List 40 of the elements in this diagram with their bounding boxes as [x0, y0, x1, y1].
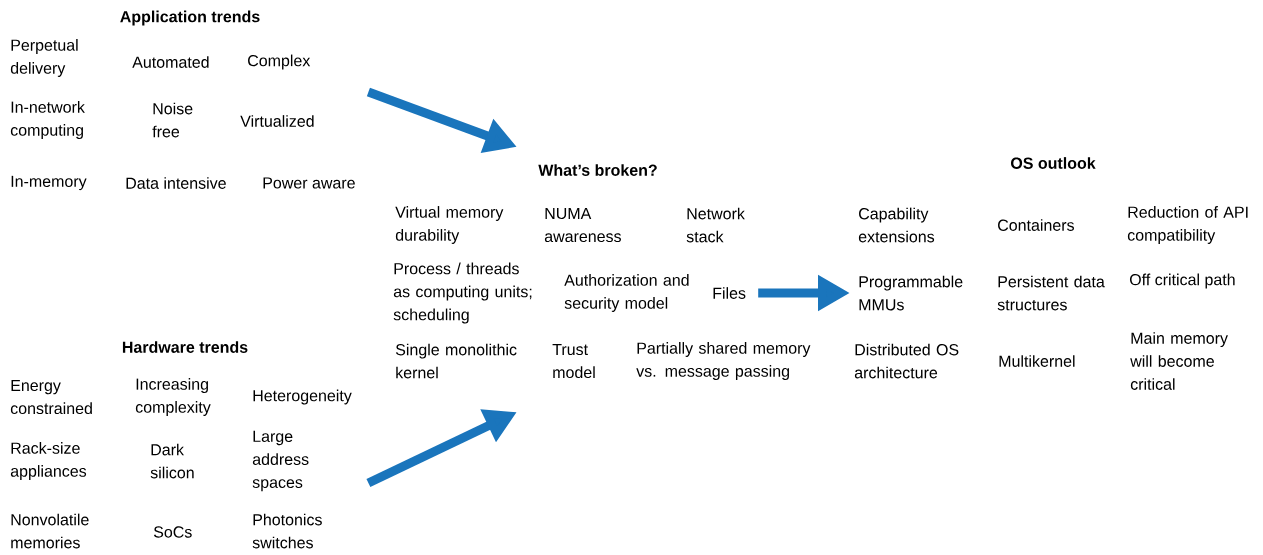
- item-label: Trust model: [552, 343, 595, 379]
- item-label: Process / threads as computing units; scheduling: [393, 262, 532, 324]
- item-label: Reduction of API compatibility: [1127, 206, 1248, 244]
- item-label: Photonics switches: [252, 513, 322, 549]
- item-label: SoCs: [153, 526, 192, 538]
- item-label: Perpetual delivery: [10, 39, 78, 77]
- item-label: Off critical path: [1129, 273, 1235, 289]
- item-label: Files: [713, 287, 746, 299]
- item-label: Automated: [132, 56, 209, 68]
- item-label: Large address spaces: [252, 430, 309, 492]
- item-label: Complex: [248, 54, 311, 70]
- item-label: Increasing complexity: [135, 378, 211, 416]
- item-label: Dark silicon: [150, 443, 194, 479]
- item-label: Programmable MMUs: [859, 275, 963, 311]
- section-heading: What’s broken?: [538, 164, 657, 176]
- section-heading: OS outlook: [1011, 157, 1096, 169]
- item-label: Containers: [998, 219, 1074, 231]
- item-label: NUMA awareness: [544, 207, 621, 243]
- item-label: In-memory: [11, 175, 87, 191]
- item-label: Partially shared memory vs. message passing: [636, 342, 811, 380]
- section-heading: Application trends: [120, 10, 260, 26]
- item-label: Power aware: [263, 177, 355, 189]
- item-label: Rack-size appliances: [10, 442, 87, 480]
- item-label: Energy constrained: [10, 379, 92, 415]
- item-label: Virtualized: [240, 115, 314, 127]
- item-label: Virtual memory durability: [395, 206, 504, 244]
- item-label: Multikernel: [999, 355, 1075, 367]
- section-heading: Hardware trends: [122, 341, 248, 353]
- item-label: Authorization and security model: [564, 274, 689, 312]
- item-label: In-network computing: [10, 101, 85, 139]
- item-label: Noise free: [152, 102, 193, 138]
- item-label: Distributed OS architecture: [854, 343, 959, 379]
- item-label: Nonvolatile memories: [11, 513, 89, 549]
- item-label: Heterogeneity: [253, 389, 352, 405]
- item-label: Single monolithic kernel: [395, 343, 517, 379]
- item-label: Network stack: [686, 207, 745, 243]
- item-label: Main memory will become critical: [1130, 332, 1228, 390]
- item-label: Data intensive: [126, 177, 226, 189]
- item-label: Capability extensions: [858, 207, 935, 243]
- item-label: Persistent data structures: [997, 275, 1105, 311]
